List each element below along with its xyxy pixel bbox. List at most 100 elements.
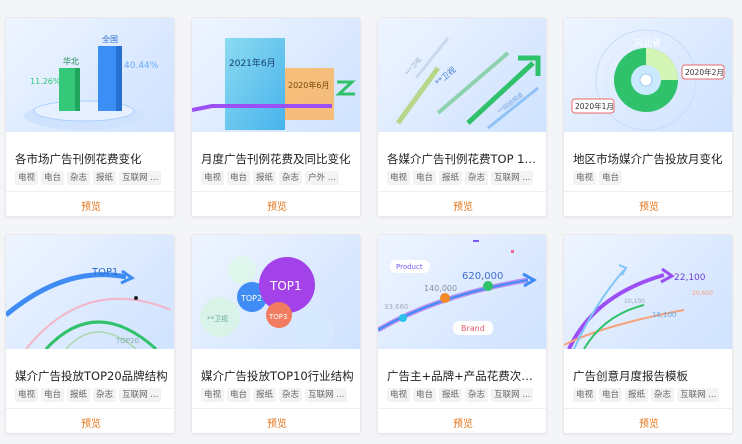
bubble-illustration: TOP1 TOP2 TOP3 **卫视 xyxy=(200,256,334,349)
svg-text:河北省: 河北省 xyxy=(634,37,661,49)
tag-list: 电视电台报纸杂志互联网 ... xyxy=(387,171,545,187)
tag: 报纸 xyxy=(253,171,277,185)
svg-text:18,100: 18,100 xyxy=(652,311,677,319)
divider xyxy=(564,191,732,192)
svg-text:20,600: 20,600 xyxy=(692,290,713,297)
card-thumbnail: TOP1 TOP20 xyxy=(6,235,174,349)
template-card[interactable]: 河北省 2020年2月 2020年1月 地区市场媒介广告投放月变化 电视电台 预… xyxy=(563,17,733,217)
preview-button[interactable]: 预览 xyxy=(267,419,287,430)
card-thumbnail: Product 620,000 140,000 33,660 Brand xyxy=(378,235,546,349)
tag: 电台 xyxy=(41,388,65,402)
preview-button[interactable]: 预览 xyxy=(639,419,659,430)
template-card[interactable]: **卫视 **网络频道 ***卫视 各媒介广告刊例花费TOP 10... 电视电… xyxy=(377,17,547,217)
tag: 电台 xyxy=(413,171,437,185)
divider xyxy=(192,408,360,409)
tag: 电台 xyxy=(599,171,623,185)
arrows-illustration: **卫视 **网络频道 ***卫视 xyxy=(395,37,541,130)
preview-button[interactable]: 预览 xyxy=(639,202,659,213)
tag: 互联网 ... xyxy=(305,388,348,402)
tag: 互联网 ... xyxy=(491,388,534,402)
tag: 电视 xyxy=(15,388,39,402)
card-thumbnail: TOP1 TOP2 TOP3 **卫视 xyxy=(192,235,360,349)
tag-list: 电视电台报纸杂志互联网 ... xyxy=(15,388,173,404)
template-card[interactable]: 华北 全国 11.26% 40.44% 各市场广告刊例花费变化 电视电台杂志报纸… xyxy=(5,17,175,217)
divider xyxy=(192,191,360,192)
svg-text:11.26%: 11.26% xyxy=(30,77,61,86)
svg-text:140,000: 140,000 xyxy=(424,284,457,293)
tag-list: 电视电台报纸杂志互联网 ... xyxy=(573,388,731,404)
tag: 互联网 ... xyxy=(491,171,534,185)
tag: 报纸 xyxy=(67,388,91,402)
template-card[interactable]: 22,100 18,100 10,100 20,600 广告创意月度报告模板 电… xyxy=(563,234,733,434)
tag-list: 电视电台杂志报纸互联网 ... xyxy=(15,171,173,187)
svg-text:TOP3: TOP3 xyxy=(268,313,287,321)
tag: 杂志 xyxy=(465,171,489,185)
svg-text:2020年1月: 2020年1月 xyxy=(575,101,614,111)
tag-list: 电视电台报纸杂志互联网 ... xyxy=(387,388,545,404)
svg-text:TOP1: TOP1 xyxy=(269,279,302,293)
tag: 报纸 xyxy=(253,388,277,402)
tag: 杂志 xyxy=(93,388,117,402)
template-card[interactable]: TOP1 TOP20 媒介广告投放TOP20品牌结构 电视电台报纸杂志互联网 .… xyxy=(5,234,175,434)
svg-text:TOP1: TOP1 xyxy=(91,267,118,278)
card-title: 各市场广告刊例花费变化 xyxy=(15,152,142,166)
svg-text:33,660: 33,660 xyxy=(384,303,409,311)
preview-button[interactable]: 预览 xyxy=(267,202,287,213)
tag: 杂志 xyxy=(279,388,303,402)
tag: 电台 xyxy=(227,388,251,402)
card-title: 月度广告刊例花费及同比变化 xyxy=(201,152,351,166)
tag: 户外 ... xyxy=(305,171,339,185)
card-title: 广告主+品牌+产品花费次数... xyxy=(387,369,542,383)
svg-text:全国: 全国 xyxy=(102,34,118,44)
tag: 电视 xyxy=(15,171,39,185)
card-title: 媒介广告投放TOP10行业结构 xyxy=(201,369,354,383)
growth-illustration: 22,100 18,100 10,100 20,600 xyxy=(564,264,713,349)
svg-text:2021年6月: 2021年6月 xyxy=(229,57,276,69)
card-thumbnail: **卫视 **网络频道 ***卫视 xyxy=(378,18,546,132)
svg-text:2020年2月: 2020年2月 xyxy=(685,67,724,77)
svg-text:TOP20: TOP20 xyxy=(115,337,139,345)
tag: 电视 xyxy=(573,388,597,402)
svg-text:华北: 华北 xyxy=(63,56,79,66)
card-thumbnail: 2021年6月 2020年6月 xyxy=(192,18,360,132)
divider xyxy=(6,191,174,192)
tag-list: 电视电台报纸杂志互联网 ... xyxy=(201,388,359,404)
svg-text:620,000: 620,000 xyxy=(462,271,503,282)
divider xyxy=(378,191,546,192)
divider xyxy=(378,408,546,409)
tag: 互联网 ... xyxy=(119,171,162,185)
card-thumbnail: 河北省 2020年2月 2020年1月 xyxy=(564,18,732,132)
tag: 杂志 xyxy=(67,171,91,185)
tag: 互联网 ... xyxy=(677,388,720,402)
tag: 杂志 xyxy=(465,388,489,402)
tag: 电视 xyxy=(201,171,225,185)
preview-button[interactable]: 预览 xyxy=(453,202,473,213)
svg-text:Brand: Brand xyxy=(461,324,485,333)
svg-text:TOP2: TOP2 xyxy=(240,294,262,303)
donut-illustration: 河北省 2020年2月 2020年1月 xyxy=(571,29,725,131)
card-thumbnail: 华北 全国 11.26% 40.44% xyxy=(6,18,174,132)
tag: 电视 xyxy=(201,388,225,402)
tag-list: 电视电台 xyxy=(573,171,731,187)
template-card[interactable]: Product 620,000 140,000 33,660 Brand 广告主… xyxy=(377,234,547,434)
tag: 电台 xyxy=(41,171,65,185)
tag-list: 电视电台报纸杂志户外 ... xyxy=(201,171,359,187)
card-title: 广告创意月度报告模板 xyxy=(573,369,688,383)
card-title: 各媒介广告刊例花费TOP 10... xyxy=(387,152,542,166)
trend-illustration: Product 620,000 140,000 33,660 Brand xyxy=(378,240,538,335)
preview-button[interactable]: 预览 xyxy=(81,419,101,430)
card-thumbnail: 22,100 18,100 10,100 20,600 xyxy=(564,235,732,349)
template-card[interactable]: 2021年6月 2020年6月 月度广告刊例花费及同比变化 电视电台报纸杂志户外… xyxy=(191,17,361,217)
arc-illustration: TOP1 TOP20 xyxy=(6,267,172,349)
tag: 电视 xyxy=(573,171,597,185)
preview-button[interactable]: 预览 xyxy=(453,419,473,430)
tag: 杂志 xyxy=(651,388,675,402)
tag: 杂志 xyxy=(279,171,303,185)
tag: 电台 xyxy=(227,171,251,185)
template-card[interactable]: TOP1 TOP2 TOP3 **卫视 媒介广告投放TOP10行业结构 电视电台… xyxy=(191,234,361,434)
tag: 电台 xyxy=(413,388,437,402)
preview-button[interactable]: 预览 xyxy=(81,202,101,213)
svg-text:2020年6月: 2020年6月 xyxy=(288,80,329,90)
tag: 电台 xyxy=(599,388,623,402)
tag: 报纸 xyxy=(439,388,463,402)
